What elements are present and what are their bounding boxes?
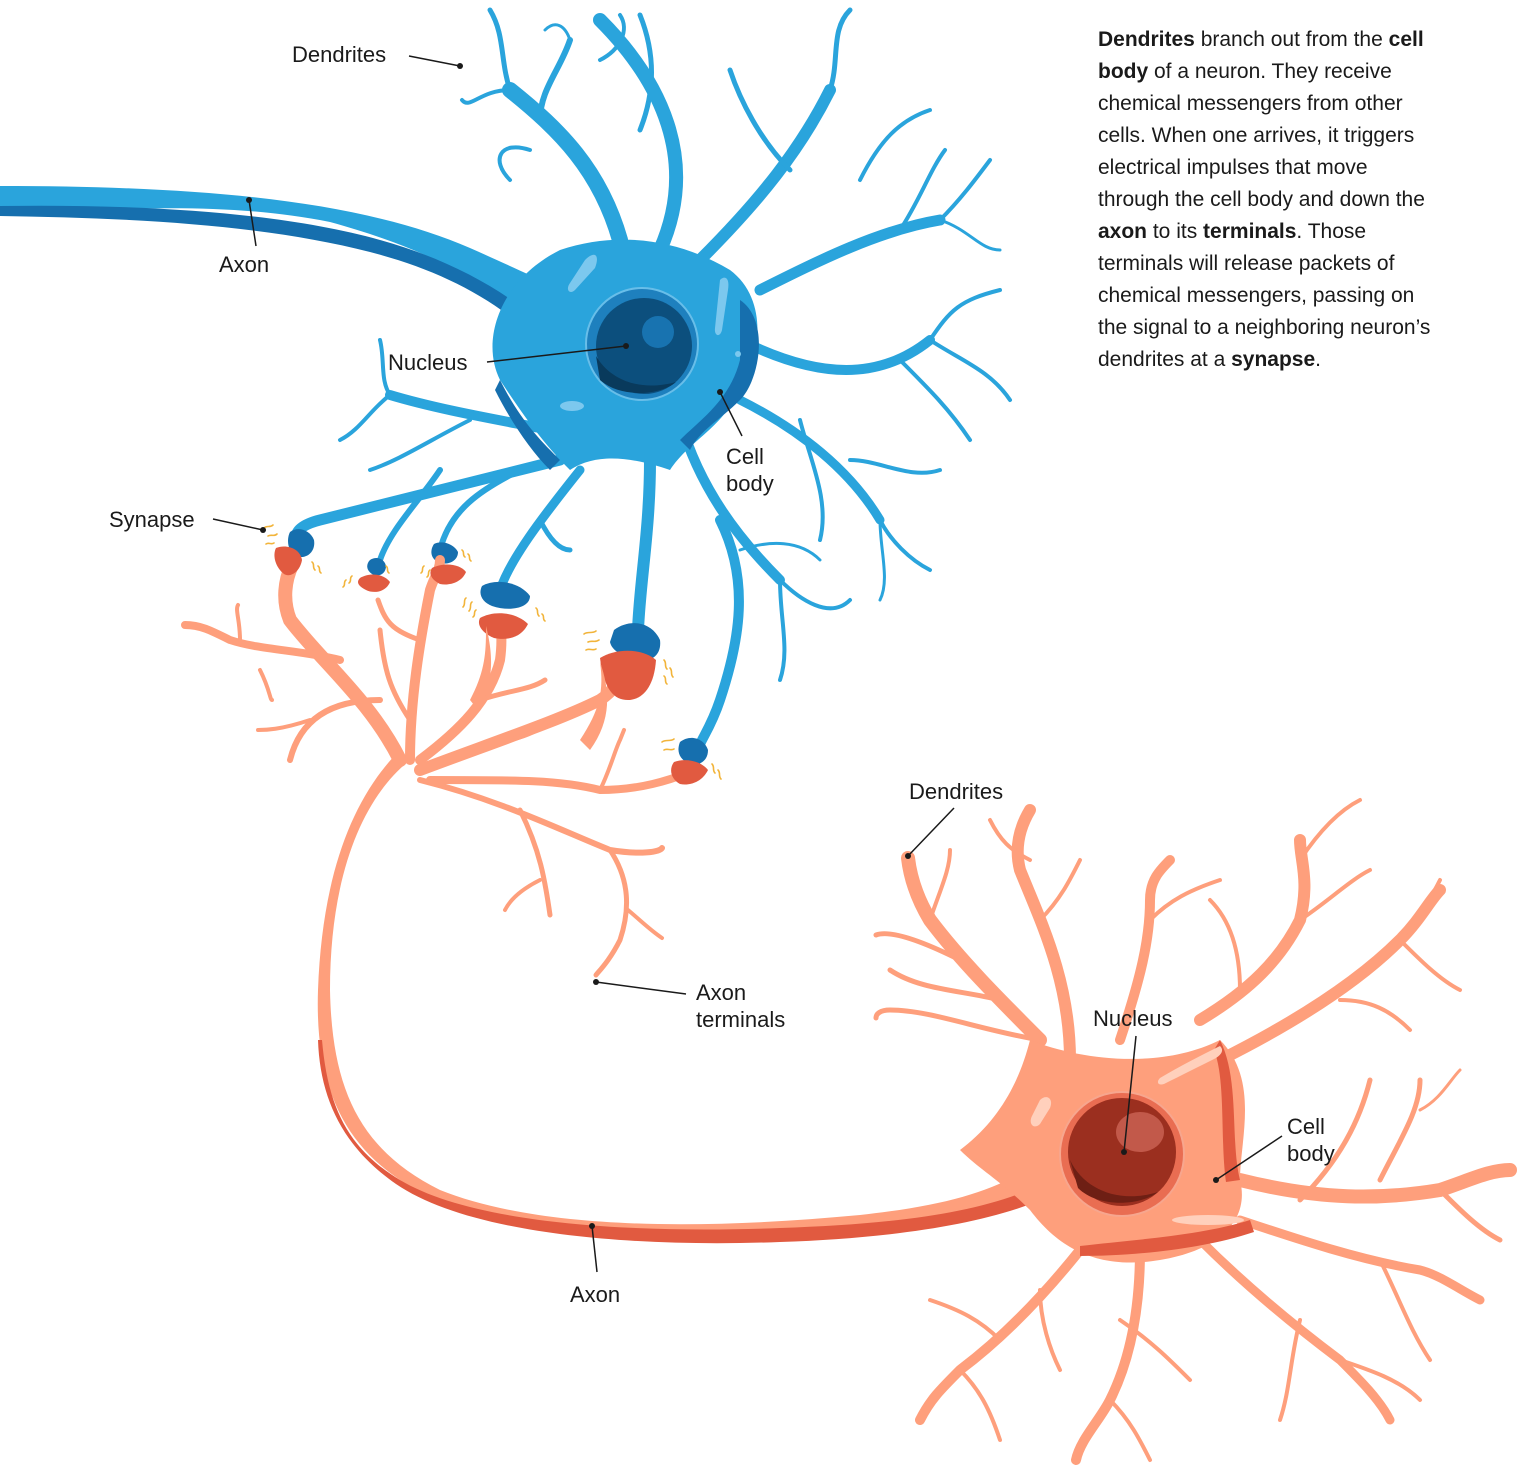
description-keyword: Dendrites — [1098, 28, 1195, 51]
label-synapse: Synapse — [109, 507, 195, 532]
label-top-nucleus: Nucleus — [388, 350, 467, 375]
label-axon-terminals-line2: terminals — [696, 1007, 785, 1032]
description-paragraph: Dendrites branch out from the cell body … — [1098, 24, 1443, 376]
label-axon-terminals-line1: Axon — [696, 980, 746, 1005]
description-text: . — [1315, 348, 1321, 371]
label-top-cell-body-line1: Cell — [726, 444, 764, 469]
label-bottom-cell-body-line1: Cell — [1287, 1114, 1325, 1139]
label-bottom-dendrites: Dendrites — [909, 779, 1003, 804]
description-text: to its — [1147, 220, 1203, 243]
label-top-cell-body-line2: body — [726, 471, 774, 496]
bottom-terminal-branches — [185, 560, 690, 975]
description-text: branch out from the — [1195, 28, 1389, 51]
label-top-axon: Axon — [219, 252, 269, 277]
bottom-neuron — [185, 547, 1510, 1461]
label-top-dendrites: Dendrites — [292, 42, 386, 67]
label-bottom-cell-body-line2: body — [1287, 1141, 1335, 1166]
description-keyword: synapse — [1231, 348, 1315, 371]
description-text: of a neuron. They receive chemical messe… — [1098, 60, 1425, 211]
description-keyword: axon — [1098, 220, 1147, 243]
description-keyword: terminals — [1203, 220, 1296, 243]
label-bottom-nucleus: Nucleus — [1093, 1006, 1172, 1031]
label-bottom-axon: Axon — [570, 1282, 620, 1307]
bottom-axon-shape — [318, 750, 1060, 1241]
